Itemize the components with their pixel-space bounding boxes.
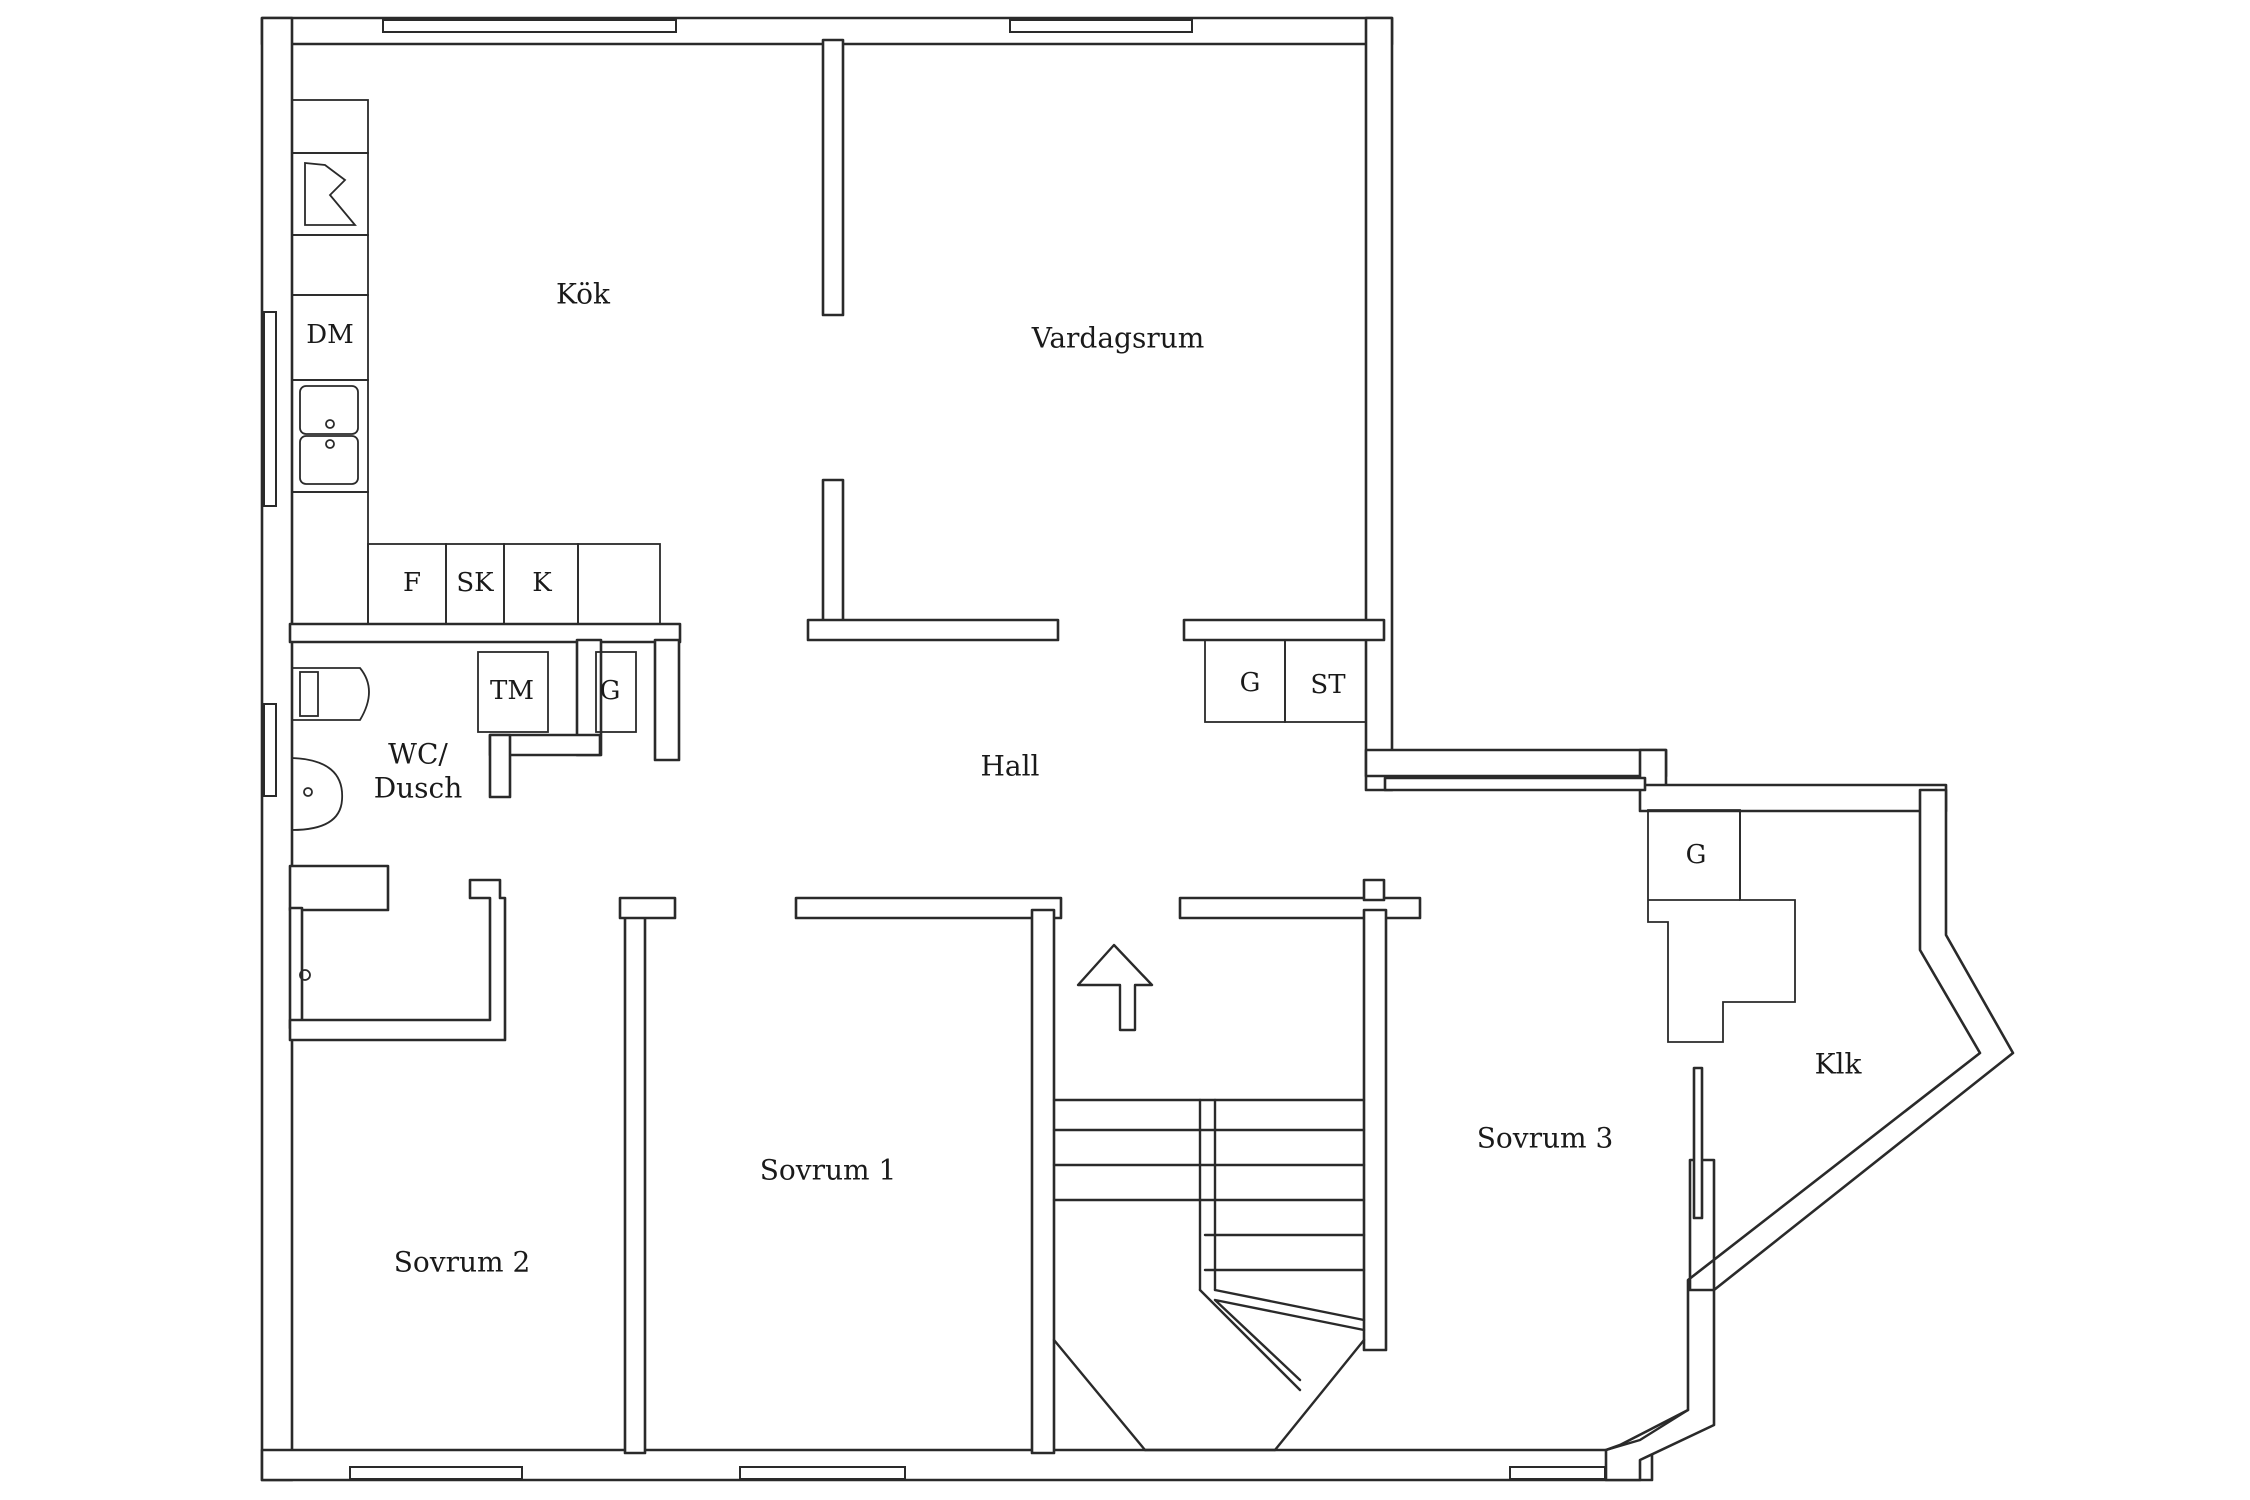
washing-machine-box xyxy=(477,651,549,733)
fixture-label-k: K xyxy=(532,568,552,598)
room-label-klk: Klk xyxy=(1815,1048,1863,1081)
fixture-label-g-wc: G xyxy=(600,676,621,706)
fixture-label-tm: TM xyxy=(490,676,534,706)
klk-bay-walls xyxy=(1604,788,2015,1482)
outer-walls xyxy=(260,16,1948,1482)
closet-sovrum3 xyxy=(1647,809,1796,1043)
fixture-label-g-hall: G xyxy=(1240,668,1261,698)
interior-walls xyxy=(288,38,1704,1455)
room-label-sovrum3: Sovrum 3 xyxy=(1477,1122,1614,1155)
room-label-sovrum2: Sovrum 2 xyxy=(394,1246,531,1279)
drain-icon xyxy=(299,969,311,981)
fixture-label-sk: SK xyxy=(456,568,494,598)
room-label-hall: Hall xyxy=(980,750,1039,783)
fixture-label-dm: DM xyxy=(306,320,353,350)
toilet-icon xyxy=(291,667,370,721)
up-arrow-icon xyxy=(1076,943,1154,1032)
fixture-label-g-sovrum3: G xyxy=(1686,840,1707,870)
room-label-kok: Kök xyxy=(556,278,611,311)
room-label-wc: WC/ xyxy=(388,738,448,771)
fixture-label-st: ST xyxy=(1310,670,1346,700)
staircase xyxy=(1052,1098,1366,1452)
sink-icon xyxy=(299,385,359,485)
kitchen-counter xyxy=(291,99,661,625)
room-label-vardagsrum: Vardagsrum xyxy=(1031,322,1205,355)
closet-hall-st xyxy=(1284,639,1367,723)
washbasin-icon xyxy=(291,757,343,831)
closet-wc xyxy=(595,651,637,733)
stove-icon xyxy=(304,162,357,226)
windows xyxy=(263,19,1606,1480)
fixture-label-f: F xyxy=(403,568,421,598)
room-label-sovrum1: Sovrum 1 xyxy=(760,1154,897,1187)
room-label-dusch: Dusch xyxy=(374,772,463,805)
